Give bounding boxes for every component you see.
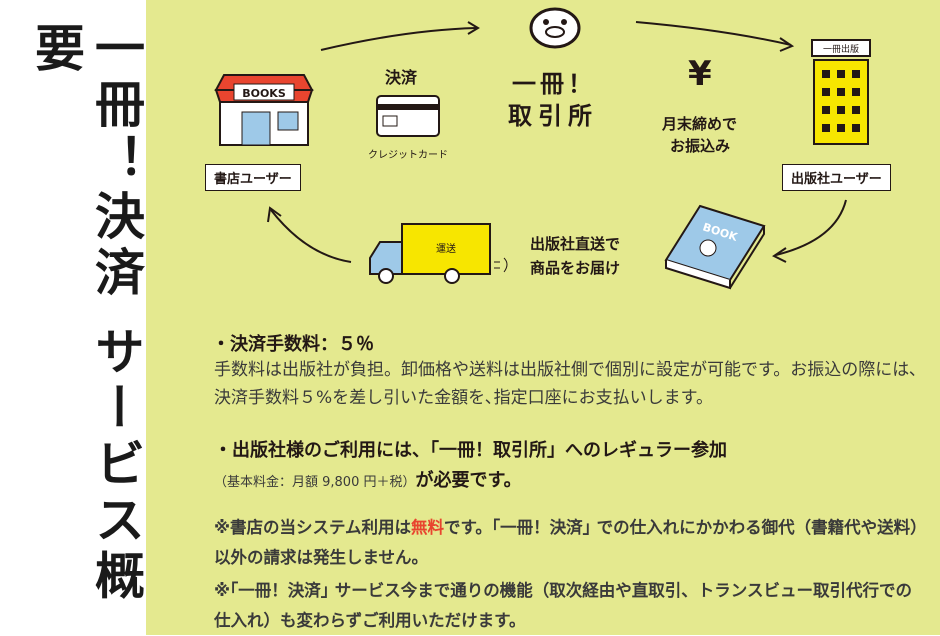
bookstore-sign: BOOKS bbox=[242, 87, 286, 100]
truck-text: 運送 bbox=[436, 242, 456, 255]
publisher-sign: 一冊出版 bbox=[823, 43, 859, 55]
side-panel: 一冊！決済 サービス概要 bbox=[0, 0, 146, 635]
monthly-line-2: お振込み bbox=[670, 137, 731, 155]
direct-line-2: 商品をお届け bbox=[530, 259, 621, 277]
direct-line-1: 出版社直送で bbox=[530, 235, 621, 253]
exchange-title-2: 取引所 bbox=[508, 102, 598, 130]
exchange-mascot-icon bbox=[529, 7, 581, 49]
flow-arrows bbox=[267, 21, 847, 263]
note1-free: 無料 bbox=[411, 518, 445, 537]
credit-card-icon bbox=[376, 95, 440, 137]
monthly-transfer-text: 月末締めで お振込み bbox=[662, 113, 737, 157]
fee-heading: ・決済手数料：５％ bbox=[212, 334, 374, 355]
delivery-truck-icon: 運送 bbox=[369, 223, 508, 284]
side-title: 一冊！決済 サービス概要 bbox=[27, 22, 145, 606]
publisher-tail: が必要です。 bbox=[415, 470, 522, 491]
publisher-fee-note: （基本料金：月額 9,800 円＋税） bbox=[214, 475, 416, 490]
bookstore-icon: BOOKS bbox=[214, 74, 314, 146]
card-caption: クレジットカード bbox=[368, 150, 448, 161]
publisher-requirement: ・出版社様のご利用には、「一冊！取引所」へのレギュラー参加 （基本料金：月額 9,… bbox=[214, 436, 924, 498]
note1-post: です。｢一冊！決済｣ での仕入れにかかわる御代（書籍代や送料）以外の請求は発生し… bbox=[214, 518, 919, 567]
direct-shipping-text: 出版社直送で 商品をお届け bbox=[530, 232, 620, 280]
yen-icon: ¥ bbox=[688, 54, 712, 94]
arrow-exchange-to-publisher bbox=[635, 21, 792, 46]
arrow-truck-to-bookstore bbox=[270, 209, 352, 263]
note-existing-features: ※｢一冊！決済｣ サービス今まで通りの機能（取次経由や直取引、トランスビュー取引… bbox=[214, 581, 912, 630]
arrow-bookstore-to-exchange bbox=[320, 27, 477, 51]
bookstore-user-label: 書店ユーザー bbox=[205, 164, 301, 191]
book-icon: BOOK bbox=[664, 204, 766, 290]
publisher-heading: ・出版社様のご利用には、「一冊！取引所」へのレギュラー参加 bbox=[214, 440, 727, 461]
payment-label: 決済 bbox=[385, 68, 418, 87]
note-bookstore-free: ※書店の当システム利用は無料です。｢一冊！決済｣ での仕入れにかかわる御代（書籍… bbox=[214, 513, 924, 573]
note1-pre: ※書店の当システム利用は bbox=[214, 518, 412, 537]
publisher-user-label: 出版社ユーザー bbox=[782, 164, 891, 191]
arrow-publisher-to-book bbox=[775, 199, 847, 256]
exchange-title-1: 一冊！ bbox=[512, 70, 596, 98]
monthly-line-1: 月末締めで bbox=[662, 115, 738, 133]
fee-body: 手数料は出版社が負担。卸価格や送料は出版社側で個別に設定が可能です。お振込の際に… bbox=[214, 360, 918, 408]
publisher-building-icon: 一冊出版 bbox=[811, 39, 871, 145]
